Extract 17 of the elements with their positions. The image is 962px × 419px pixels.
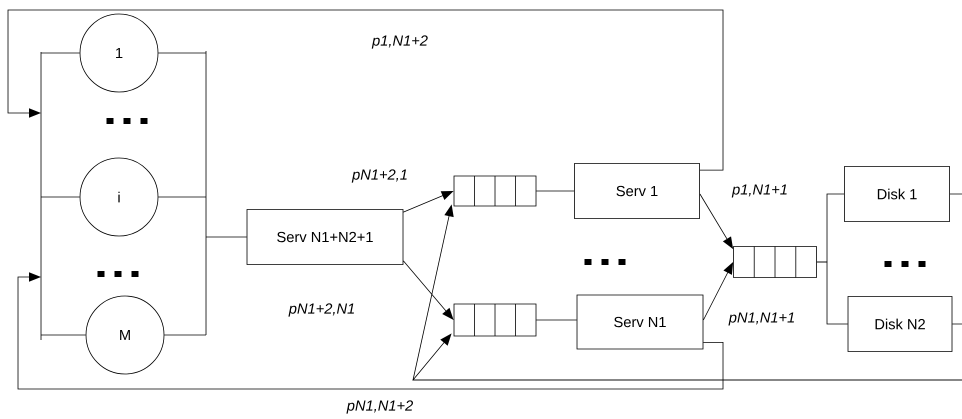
bus-line	[40, 52, 42, 340]
queue-drawing	[454, 176, 536, 206]
queue-drawing	[733, 246, 817, 278]
arrow	[8, 10, 724, 171]
edge-label: pN1+2,1	[350, 168, 410, 184]
edge-label: pN1+2,N1	[287, 302, 357, 318]
server-box: Serv 1	[574, 163, 700, 219]
edge-label: pN1,N1+1	[727, 311, 797, 327]
edge-label: pN1,N1+2	[345, 399, 415, 415]
edge-label: p1,N1+2	[370, 34, 430, 50]
edge-label: p1,N1+1	[730, 183, 790, 199]
server-box: Disk N2	[848, 296, 952, 352]
server-box: Disk 1	[844, 166, 950, 222]
server-box: Serv N1+N2+1	[246, 209, 404, 265]
queue-drawing	[454, 304, 536, 336]
arrow	[18, 272, 724, 390]
server-box: Serv N1	[576, 294, 704, 350]
